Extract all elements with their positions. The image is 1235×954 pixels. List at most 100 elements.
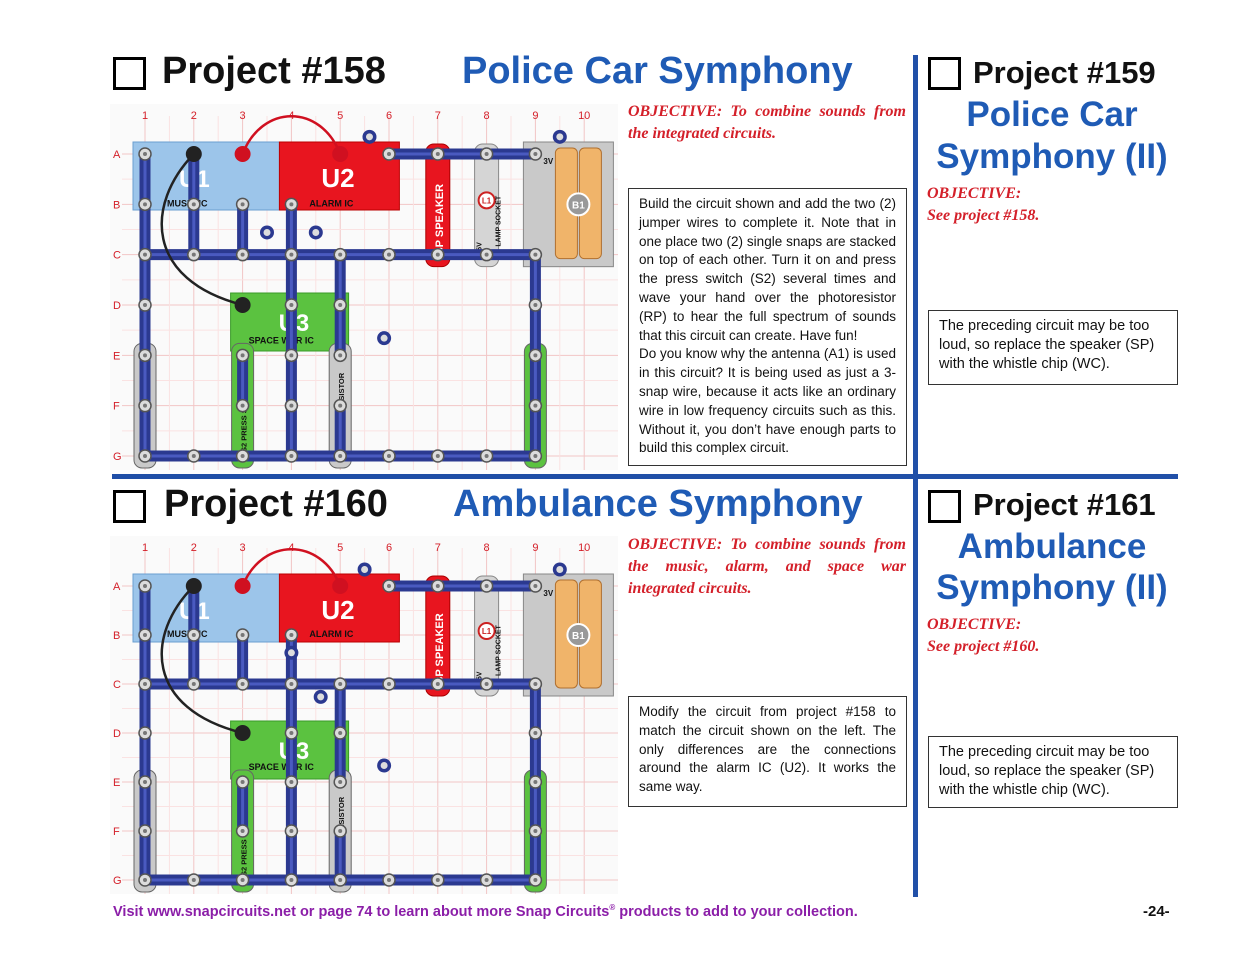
- snap-node-center: [143, 731, 147, 735]
- u2-label: U2: [321, 595, 354, 625]
- red-jumper-wire: [241, 115, 342, 155]
- snap-node-center: [143, 252, 147, 257]
- project-160-checkbox[interactable]: [113, 490, 146, 523]
- black-jumper-wire: [160, 585, 243, 735]
- column-label: 6: [386, 110, 392, 122]
- snap-node-center: [435, 152, 440, 156]
- column-label: 7: [435, 542, 441, 554]
- project-159-name-line2: Symphony (II): [936, 137, 1168, 176]
- single-snap-center: [556, 566, 564, 573]
- snap-node-center: [143, 152, 147, 156]
- snap-node-center: [143, 829, 147, 833]
- project-161-objective-label: OBJECTIVE:: [927, 616, 1022, 633]
- snap-node-center: [191, 202, 196, 207]
- snap-node-center: [533, 454, 538, 458]
- column-label: 3: [240, 542, 246, 554]
- row-label: F: [113, 826, 120, 838]
- snap-node-center: [338, 878, 343, 882]
- project-159-note: The preceding circuit may be too loud, s…: [928, 310, 1178, 385]
- red-jumper-clip: [332, 146, 349, 162]
- project-161-name-line1: Ambulance: [957, 527, 1147, 566]
- snap-node-center: [289, 829, 294, 833]
- black-jumper-clip: [185, 578, 202, 594]
- registered-mark: ®: [609, 903, 616, 912]
- column-label: 1: [142, 110, 148, 122]
- instruction-paragraph: Modify the circuit from project #158 to …: [639, 704, 896, 795]
- snap-node-center: [289, 353, 294, 358]
- snap-node-center: [387, 454, 391, 458]
- snap-node-center: [240, 202, 245, 207]
- column-label: 10: [578, 110, 590, 122]
- single-snap-center: [365, 133, 373, 141]
- snap-node-center: [533, 682, 538, 686]
- column-label: 10: [578, 542, 590, 554]
- snap-node-center: [289, 454, 294, 458]
- snap-node-center: [240, 829, 245, 833]
- snap-node-center: [387, 682, 391, 686]
- lamp-id: L1: [482, 196, 492, 205]
- project-161-objective-text: See project #160.: [927, 638, 1040, 655]
- project-159-checkbox[interactable]: [928, 57, 961, 90]
- snap-node-center: [289, 878, 294, 882]
- column-label: 1: [142, 542, 148, 554]
- project-161-number: Project #161: [973, 487, 1156, 522]
- snap-node-center: [143, 202, 147, 207]
- project-161-checkbox[interactable]: [928, 490, 961, 523]
- row-label: G: [113, 451, 122, 463]
- column-label: 3: [240, 110, 246, 122]
- snap-node-center: [240, 403, 245, 408]
- footer-text-main: Visit www.snapcircuits.net or page 74 to…: [113, 903, 610, 920]
- lamp-bulb: [477, 191, 496, 210]
- red-jumper-clip: [234, 146, 251, 162]
- project-160-number: Project #160: [164, 483, 388, 525]
- snap-node-center: [240, 878, 245, 882]
- snap-node-center: [338, 780, 343, 784]
- snap-node-center: [240, 682, 245, 686]
- snap-node-center: [533, 731, 538, 735]
- project-158-number: Project #158: [162, 50, 386, 92]
- project-159-objective-label: OBJECTIVE:: [927, 185, 1022, 202]
- snap-node-center: [533, 584, 538, 588]
- single-snap-center: [287, 649, 295, 657]
- row-label: G: [113, 875, 122, 887]
- snap-node-center: [387, 152, 391, 156]
- snap-node-center: [484, 454, 489, 458]
- snap-node-center: [338, 682, 343, 686]
- row-label: C: [113, 679, 121, 691]
- snap-node-center: [289, 780, 294, 784]
- battery-rating: 3V: [543, 157, 553, 166]
- snap-node-center: [484, 152, 489, 156]
- snap-node-center: [338, 252, 343, 257]
- snap-node-center: [533, 780, 538, 784]
- column-label: 6: [386, 542, 392, 554]
- u2-alarm-ic: [278, 141, 400, 211]
- row-label: E: [113, 350, 120, 362]
- row-label: B: [113, 199, 120, 211]
- snap-node-center: [338, 403, 343, 408]
- lamp-bulb: [477, 622, 496, 640]
- horizontal-divider: [112, 474, 1178, 479]
- snap-node-center: [338, 454, 343, 458]
- lamp-id: L1: [482, 627, 492, 636]
- battery-badge: [566, 623, 591, 647]
- snap-node-center: [435, 252, 440, 257]
- snap-node-center: [484, 584, 489, 588]
- row-label: D: [113, 300, 121, 312]
- project-158-checkbox[interactable]: [113, 57, 146, 90]
- snap-node-center: [240, 353, 245, 358]
- column-label: 9: [532, 542, 538, 554]
- row-label: A: [113, 581, 121, 593]
- column-label: 7: [435, 110, 441, 122]
- row-label: D: [113, 728, 121, 740]
- speaker-label: SP SPEAKER: [434, 184, 446, 255]
- battery-badge: [566, 192, 591, 217]
- snap-node-center: [387, 252, 391, 257]
- red-jumper-clip: [332, 578, 349, 594]
- battery-rating: 3V: [543, 589, 553, 598]
- column-label: 8: [484, 110, 490, 122]
- footer-text-end: products to add to your collection.: [615, 903, 858, 920]
- project-161-note: The preceding circuit may be too loud, s…: [928, 736, 1178, 808]
- red-jumper-clip: [234, 578, 251, 594]
- snap-node-center: [143, 878, 147, 882]
- snap-node-center: [435, 878, 440, 882]
